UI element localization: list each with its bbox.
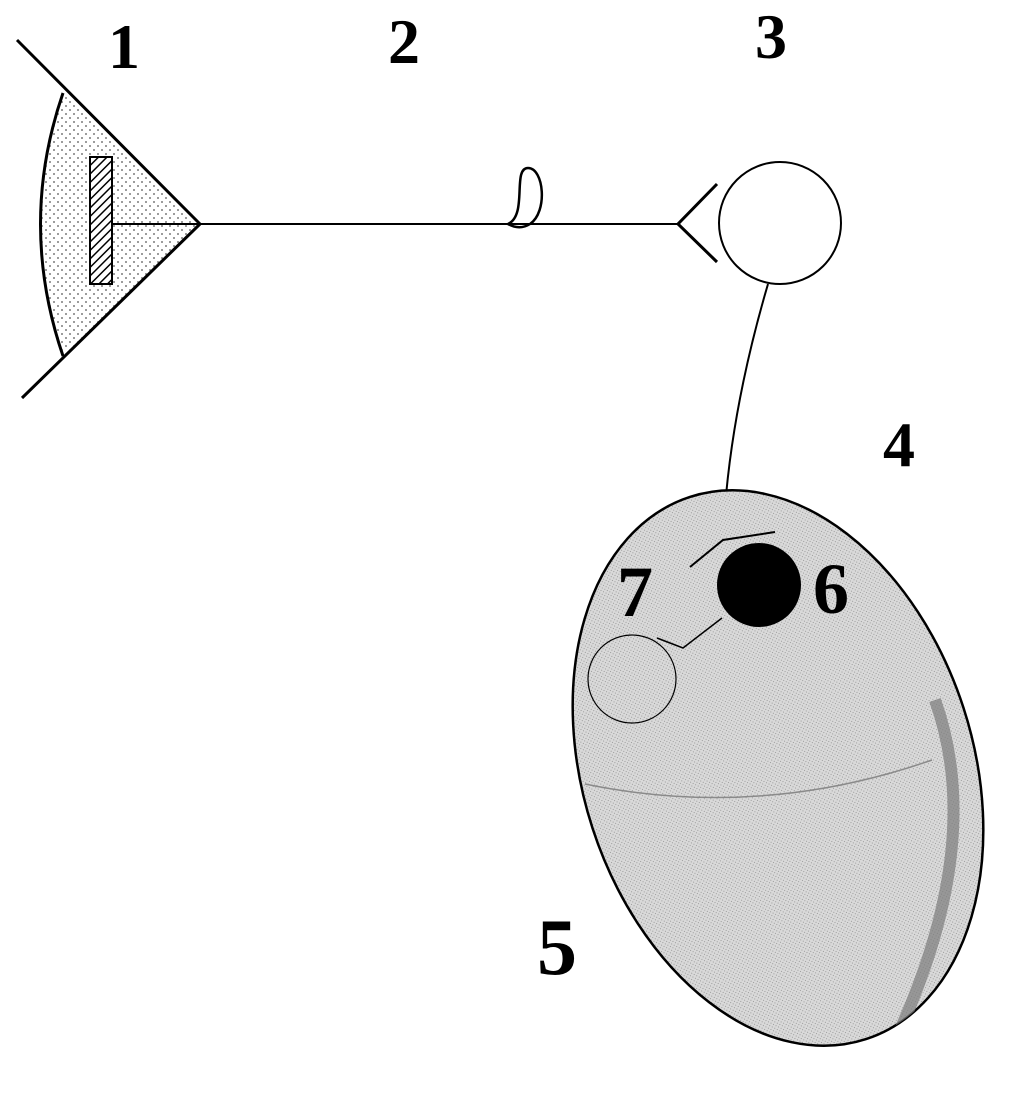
- v-fork: [675, 182, 719, 264]
- horn-lower-edge: [20, 222, 202, 400]
- label-1: 1: [108, 11, 140, 82]
- label-6: 6: [813, 549, 849, 629]
- disc-branch: [656, 617, 723, 649]
- wire-fork: [689, 531, 776, 568]
- label-3: 3: [755, 1, 787, 72]
- label-5: 5: [537, 904, 577, 992]
- label-4: 4: [883, 409, 915, 480]
- hatched-plate: [89, 156, 113, 285]
- inner-band-line: [584, 759, 933, 799]
- horn-element: [15, 38, 202, 400]
- stippled-ellipse: [571, 489, 985, 1047]
- dark-rim: [894, 697, 960, 1033]
- ellipse-body: [571, 489, 985, 1047]
- line-loop: [507, 166, 543, 229]
- horn-upper-edge: [15, 38, 202, 226]
- sector-arc: [39, 92, 65, 357]
- label-2: 2: [388, 6, 420, 77]
- solid-disc: [717, 543, 801, 627]
- open-circle: [718, 161, 842, 285]
- circle-terminal: [675, 161, 842, 541]
- connecting-line: [200, 166, 678, 229]
- label-7: 7: [617, 552, 653, 632]
- small-open-circle: [587, 634, 677, 724]
